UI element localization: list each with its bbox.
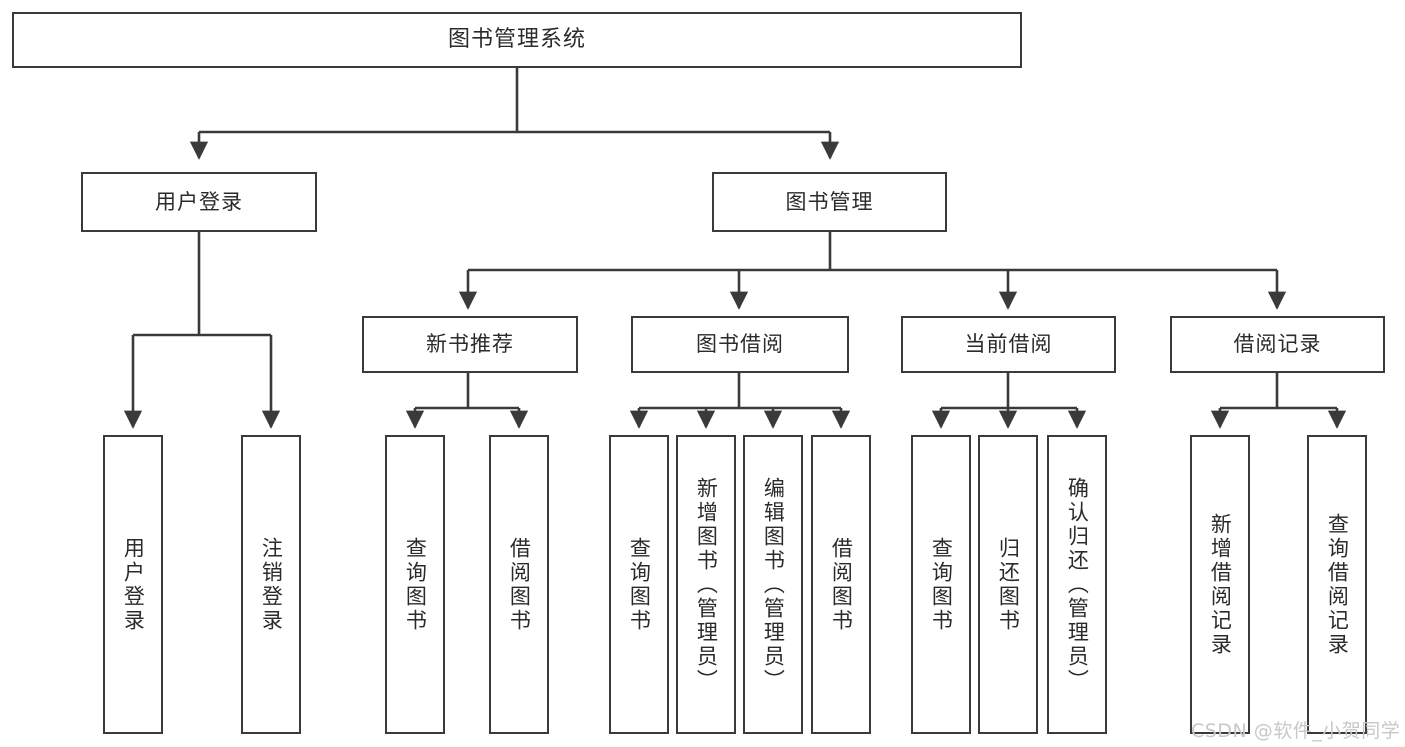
node-label: 注销登录 bbox=[259, 536, 284, 633]
node-label: 借阅图书 bbox=[507, 536, 532, 633]
node-label: 查询图书 bbox=[929, 536, 954, 633]
node-borrow-records[interactable]: 借阅记录 bbox=[1170, 316, 1385, 373]
node-label: 查询借阅记录 bbox=[1325, 512, 1350, 657]
node-label: 借阅记录 bbox=[1233, 332, 1322, 357]
node-leaf-borrow-book[interactable]: 借阅图书 bbox=[811, 435, 871, 734]
node-leaf-logout[interactable]: 注销登录 bbox=[241, 435, 301, 734]
node-leaf-edit-book-admin[interactable]: 编辑图书（管理员） bbox=[743, 435, 803, 734]
node-user-login[interactable]: 用户登录 bbox=[81, 172, 317, 232]
node-current-borrow[interactable]: 当前借阅 bbox=[901, 316, 1116, 373]
node-label: 查询图书 bbox=[403, 536, 428, 633]
node-label: 图书借阅 bbox=[696, 332, 784, 357]
node-leaf-query-borrow-record[interactable]: 查询借阅记录 bbox=[1307, 435, 1367, 734]
node-label: 用户登录 bbox=[155, 189, 243, 214]
node-leaf-query-book-recommend[interactable]: 查询图书 bbox=[385, 435, 445, 734]
node-label: 当前借阅 bbox=[964, 332, 1053, 357]
node-label: 归还图书 bbox=[996, 536, 1021, 633]
node-leaf-add-borrow-record[interactable]: 新增借阅记录 bbox=[1190, 435, 1250, 734]
node-leaf-query-book-borrow[interactable]: 查询图书 bbox=[609, 435, 669, 734]
node-label: 新增图书（管理员） bbox=[694, 476, 719, 693]
node-label: 新增借阅记录 bbox=[1208, 512, 1233, 657]
node-label: 图书管理系统 bbox=[447, 27, 586, 53]
node-book-management[interactable]: 图书管理 bbox=[712, 172, 947, 232]
node-label: 编辑图书（管理员） bbox=[761, 476, 786, 693]
node-label: 借阅图书 bbox=[829, 536, 854, 633]
node-leaf-return-book[interactable]: 归还图书 bbox=[978, 435, 1038, 734]
node-label: 确认归还（管理员） bbox=[1065, 476, 1090, 693]
node-leaf-confirm-return-admin[interactable]: 确认归还（管理员） bbox=[1047, 435, 1107, 734]
node-book-borrow[interactable]: 图书借阅 bbox=[631, 316, 849, 373]
node-leaf-add-book-admin[interactable]: 新增图书（管理员） bbox=[676, 435, 736, 734]
csdn-watermark: CSDN @软件_小贺同学 bbox=[1191, 720, 1401, 742]
node-leaf-user-login[interactable]: 用户登录 bbox=[103, 435, 163, 734]
node-label: 用户登录 bbox=[121, 536, 146, 633]
node-label: 查询图书 bbox=[627, 536, 652, 633]
node-leaf-query-book-current[interactable]: 查询图书 bbox=[911, 435, 971, 734]
node-label: 新书推荐 bbox=[426, 332, 514, 357]
node-label: 图书管理 bbox=[785, 189, 874, 214]
node-leaf-borrow-book-recommend[interactable]: 借阅图书 bbox=[489, 435, 549, 734]
node-new-book-recommend[interactable]: 新书推荐 bbox=[362, 316, 578, 373]
node-root-system[interactable]: 图书管理系统 bbox=[12, 12, 1022, 68]
